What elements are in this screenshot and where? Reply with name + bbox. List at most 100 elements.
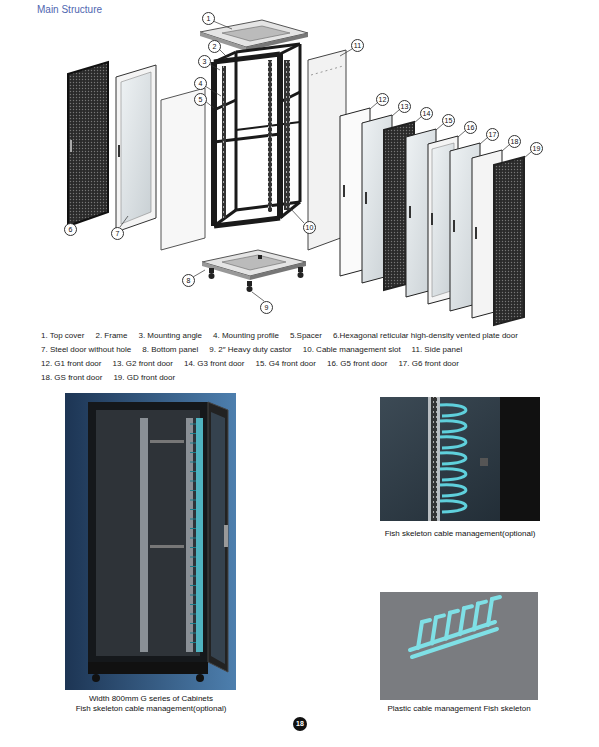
finger-stroke: [190, 633, 196, 634]
mounting-profile: [268, 60, 272, 212]
finger-stroke: [190, 614, 196, 615]
callout-number: 7: [111, 227, 124, 240]
finger-stroke: [190, 424, 196, 425]
finger-stroke: [492, 597, 500, 599]
finger-stroke: [410, 622, 495, 650]
finger-stroke: [190, 547, 196, 548]
callout-number: 5: [194, 93, 207, 106]
part-name: 19. GD front door: [113, 373, 175, 382]
part-name: 9. 2″ Heavy duty castor: [209, 345, 291, 354]
callout-number: 10: [303, 221, 316, 234]
leader-line: [72, 21, 531, 301]
part-name: 2. Frame: [95, 331, 127, 340]
callout-number: 13: [398, 100, 411, 113]
finger-stroke: [190, 443, 196, 444]
callout-number: 14: [420, 107, 433, 120]
finger-stroke: [190, 500, 196, 501]
finger-stroke: [190, 538, 196, 539]
cable-management-slot: [284, 60, 290, 210]
photo-caption: Fish skeleton cable management(optional): [76, 704, 227, 713]
part-name: 5.Spacer: [290, 331, 322, 340]
callout-number: 18: [508, 135, 521, 148]
part-name: 3. Mounting angle: [138, 331, 202, 340]
finger-stroke: [446, 613, 450, 639]
page-number: 18: [293, 717, 307, 731]
photo-caption: Fish skeleton cable management(optional): [385, 529, 536, 538]
callout-number: 12: [376, 93, 389, 106]
part-name: 10. Cable management slot: [303, 345, 401, 354]
finger-stroke: [190, 490, 196, 491]
door-panel: [121, 72, 151, 224]
photo-caption: Width 800mm G series of Cabinets: [89, 694, 213, 703]
callout-number: 15: [442, 114, 455, 127]
panel-detail: [311, 66, 343, 75]
part-name: 7. Steel door without hole: [41, 345, 131, 354]
callout-number: 6: [64, 223, 77, 236]
finger-stroke: [190, 481, 196, 482]
callout-number: 8: [182, 274, 195, 287]
callout-number: 3: [198, 55, 211, 68]
part-name: 12. G1 front door: [41, 359, 101, 368]
frame: [214, 44, 300, 226]
cabinet-photo: [65, 393, 236, 690]
callout-number: 11: [351, 39, 364, 52]
finger-stroke: [412, 629, 497, 657]
finger-stroke: [190, 576, 196, 577]
part-name: 1. Top cover: [41, 331, 84, 340]
plastic-fish-skeleton: [410, 597, 500, 657]
part-name: 14. G3 front door: [184, 359, 244, 368]
mounting-profile: [222, 66, 226, 218]
finger-stroke: [418, 622, 422, 648]
finger-stroke: [190, 462, 196, 463]
finger-stroke: [190, 566, 196, 567]
door-handle: [70, 140, 477, 239]
finger-stroke: [190, 557, 196, 558]
callout-number: 16: [464, 121, 477, 134]
part-name: 6.Hexagonal reticular high-density vente…: [333, 331, 518, 340]
callout-number: 2: [208, 40, 221, 53]
part-name: 16. G5 front door: [327, 359, 387, 368]
plastic-photo: [380, 592, 538, 700]
rear-panel: [161, 88, 205, 250]
finger-stroke: [440, 405, 466, 416]
photo-caption: Plastic cable management Fish skeleton: [387, 704, 530, 713]
page-title: Main Structure: [37, 4, 102, 15]
finger-stroke: [422, 620, 430, 622]
finger-stroke: [190, 519, 196, 520]
finger-stroke: [190, 623, 196, 624]
finger-stroke: [190, 452, 196, 453]
part-name: 18. GS front door: [41, 373, 102, 382]
finger-stroke: [460, 608, 464, 634]
finger-stroke: [190, 585, 196, 586]
finger-stroke: [190, 604, 196, 605]
front-doors: [340, 108, 524, 325]
vented-door: [68, 62, 108, 226]
callout-number: 9: [260, 301, 273, 314]
finger-stroke: [440, 437, 466, 448]
callout-number: 4: [194, 77, 207, 90]
part-name: 8. Bottom panel: [142, 345, 198, 354]
callout-number: 1: [202, 12, 215, 25]
finger-stroke: [190, 433, 196, 434]
finger-stroke: [464, 606, 472, 608]
castor: [209, 255, 304, 292]
finger-stroke: [190, 509, 196, 510]
cable-photo: [380, 397, 540, 521]
finger-stroke: [450, 611, 458, 613]
finger-stroke: [440, 421, 466, 432]
finger-stroke: [436, 615, 444, 617]
finger-stroke: [474, 604, 478, 630]
part-name: 4. Mounting profile: [213, 331, 279, 340]
finger-stroke: [440, 485, 466, 496]
part-name: 15. G4 front door: [255, 359, 315, 368]
finger-stroke: [190, 642, 196, 643]
callout-number: 19: [530, 142, 543, 155]
finger-stroke: [488, 599, 492, 625]
part-name: 17. G6 front door: [398, 359, 458, 368]
finger-stroke: [190, 595, 196, 596]
finger-stroke: [440, 469, 466, 480]
finger-stroke: [432, 617, 436, 643]
fish-skeleton: [440, 405, 466, 512]
steel-door: [116, 65, 156, 232]
finger-stroke: [190, 528, 196, 529]
